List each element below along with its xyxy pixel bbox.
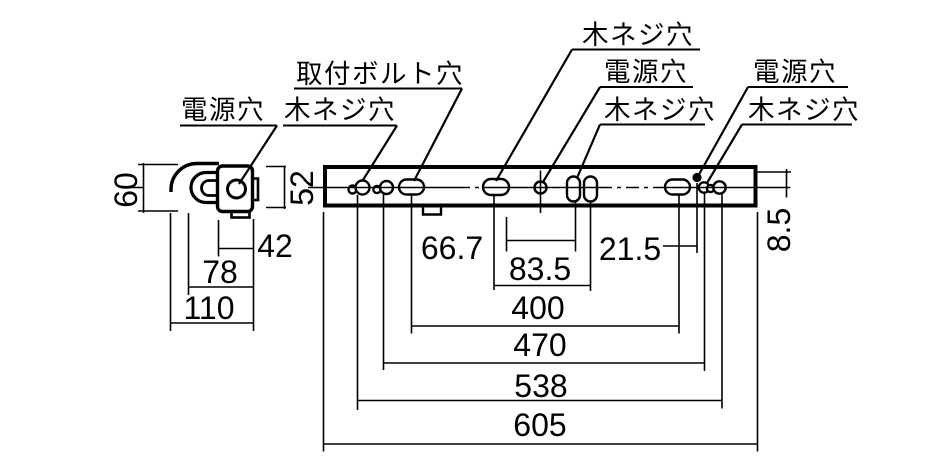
dimension-labels: 42 78 110 66.7 83.5 21.5 400 470 538 605… — [108, 170, 797, 443]
ext-lines-front — [322, 183, 759, 452]
wood-screw-vslot-2 — [582, 175, 599, 203]
leader-left-wood — [362, 124, 398, 181]
ext-lines-side — [169, 213, 255, 331]
leader-mid-wood-top — [495, 48, 573, 182]
power-knockout-dot — [692, 172, 702, 183]
label-wood-screw-left: 木ネジ穴 — [284, 95, 396, 125]
side-power-hole — [226, 178, 247, 200]
bracket-60 — [138, 163, 178, 213]
dim-66-7: 66.7 — [421, 230, 483, 266]
label-wood-screw-right: 木ネジ穴 — [748, 95, 860, 125]
dim-110: 110 — [183, 290, 234, 326]
callout-labels: 電源穴 取付ボルト穴 木ネジ穴 木ネジ穴 電源穴 木ネジ穴 電源穴 木ネジ穴 — [181, 20, 860, 125]
side-channel-inner — [200, 179, 219, 197]
dim-83-5: 83.5 — [509, 251, 571, 287]
extension-lines — [138, 163, 791, 452]
dim-8-5: 8.5 — [761, 208, 797, 252]
leader-mid-wood — [575, 124, 602, 179]
side-view — [169, 161, 260, 219]
side-hook-outline — [169, 161, 219, 192]
leader-left-power — [238, 124, 278, 185]
label-power-hole-left: 電源穴 — [181, 95, 265, 125]
bracket-52 — [266, 165, 286, 209]
dim-538: 538 — [514, 368, 567, 404]
label-wood-screw-mid-top: 木ネジ穴 — [582, 20, 694, 50]
dim-470: 470 — [513, 327, 566, 363]
underlines — [180, 48, 852, 127]
leader-mid-power — [542, 86, 601, 183]
dim-60: 60 — [108, 172, 144, 208]
centerlines — [128, 170, 791, 213]
label-power-hole-right: 電源穴 — [753, 57, 837, 87]
wood-screw-vslot-1 — [565, 175, 582, 203]
side-channel-outer — [189, 170, 219, 205]
label-power-hole-mid: 電源穴 — [604, 57, 688, 87]
dim-605: 605 — [513, 407, 566, 443]
leader-mounting-bolt — [413, 87, 463, 182]
label-underlines — [180, 48, 852, 127]
dimension-lines — [170, 239, 758, 445]
leader-right-wood — [706, 123, 743, 184]
dim-42: 42 — [257, 228, 293, 264]
bar-bottom-tab — [421, 206, 443, 216]
bracket-8-5 — [757, 169, 791, 198]
dim-21-5: 21.5 — [599, 231, 661, 267]
leader-right-power — [698, 86, 749, 176]
label-wood-screw-mid: 木ネジ穴 — [604, 95, 716, 125]
leader-lines — [238, 48, 749, 185]
label-mounting-bolt-hole: 取付ボルト穴 — [296, 59, 464, 89]
dim-400: 400 — [511, 290, 564, 326]
dim-78: 78 — [202, 254, 238, 290]
dim-52: 52 — [284, 170, 320, 206]
